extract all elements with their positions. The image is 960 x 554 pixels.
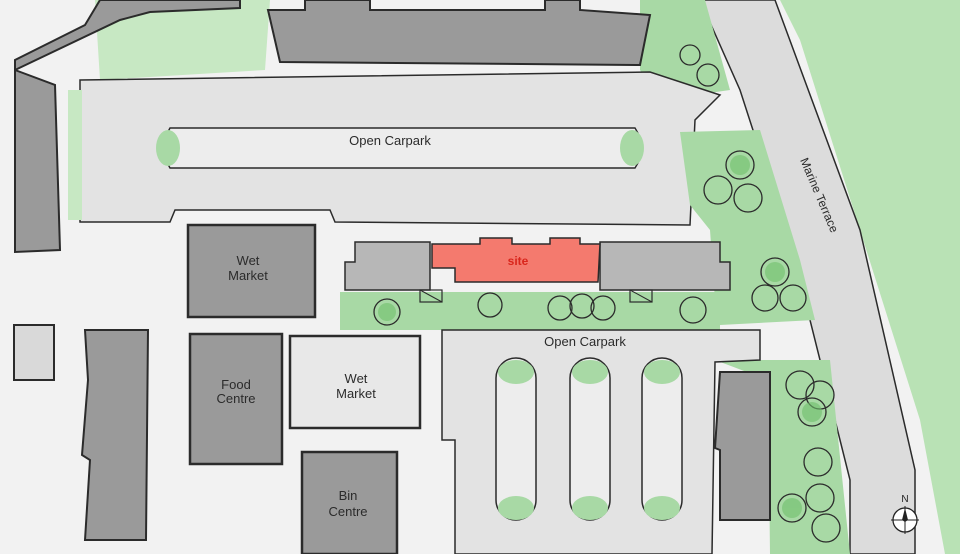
- stair-core-left: [419, 289, 443, 303]
- food-centre-label-line1: Food: [221, 377, 251, 392]
- green-top-right: [640, 0, 730, 100]
- wet-market-building-1: [186, 223, 317, 319]
- building-top-left: [14, 0, 241, 72]
- tree-icon: [760, 257, 790, 287]
- stair-core-left-cross: [419, 289, 443, 303]
- apartment-block-left-of-site: [344, 241, 431, 291]
- bin-centre-label-line2: Centre: [328, 504, 367, 519]
- tree-icon-group: [373, 44, 841, 543]
- tree-icon: [477, 292, 503, 318]
- small-building-left: [13, 324, 55, 381]
- tree-icon: [733, 183, 763, 213]
- apartment-block-right-of-site: [599, 241, 731, 291]
- tree-canopy: [782, 498, 802, 518]
- open-carpark-south-label: Open Carpark: [544, 334, 626, 349]
- tree-icon: [703, 175, 733, 205]
- north-label: N: [901, 494, 908, 505]
- green-top-left: [95, 0, 270, 80]
- stair-core-right: [629, 289, 653, 303]
- island-green-3b: [644, 496, 680, 520]
- green-left-strip: [68, 90, 82, 220]
- open-carpark-north-label: Open Carpark: [349, 133, 431, 148]
- long-building-west: [80, 329, 150, 541]
- wet-market-2-label-line2: Market: [336, 386, 376, 401]
- wet-market-building-2: [288, 334, 422, 430]
- tree-icon: [590, 295, 616, 321]
- food-centre-building: [188, 332, 284, 466]
- tree-icon: [679, 44, 701, 66]
- site-label: site: [508, 254, 529, 268]
- tree-icon: [373, 298, 401, 326]
- carpark-island-green-east: [620, 130, 644, 166]
- island-green-1a: [498, 360, 534, 384]
- tree-icon: [777, 493, 807, 523]
- green-verge-east: [780, 0, 960, 554]
- development-site: [431, 237, 601, 283]
- wet-market-1-label-line2: Market: [228, 268, 268, 283]
- tree-icon: [785, 370, 815, 400]
- island-green-2a: [572, 360, 608, 384]
- tree-icon: [751, 284, 779, 312]
- bin-centre-label-line1: Bin: [339, 488, 358, 503]
- tree-icon: [779, 284, 807, 312]
- building-south-east: [713, 371, 771, 521]
- tree-canopy: [802, 402, 822, 422]
- bin-centre-building: [300, 450, 399, 554]
- island-green-3a: [644, 360, 680, 384]
- tree-canopy: [765, 262, 785, 282]
- tree-icon: [797, 397, 827, 427]
- apartment-block-top: [266, 0, 652, 67]
- tree-icon: [803, 447, 833, 477]
- tree-icon: [811, 513, 841, 543]
- tree-canopy: [378, 303, 396, 321]
- tree-icon: [805, 483, 835, 513]
- tree-canopy-group: [378, 155, 822, 518]
- tree-icon: [696, 63, 720, 87]
- food-centre-label-line2: Centre: [216, 391, 255, 406]
- tree-icon: [547, 295, 573, 321]
- tree-canopy: [730, 155, 750, 175]
- island-green-2b: [572, 496, 608, 520]
- tree-icon: [725, 150, 755, 180]
- carpark-island-green-west: [156, 130, 180, 166]
- tree-icon: [569, 293, 595, 319]
- tree-icon: [679, 296, 707, 324]
- north-arrow-icon: [891, 506, 919, 534]
- green-below-site: [340, 292, 720, 330]
- stair-core-right-cross: [629, 289, 653, 303]
- building-left-wing: [14, 68, 62, 254]
- island-green-1b: [498, 496, 534, 520]
- wet-market-2-label-line1: Wet: [345, 371, 368, 386]
- wet-market-1-label-line1: Wet: [237, 253, 260, 268]
